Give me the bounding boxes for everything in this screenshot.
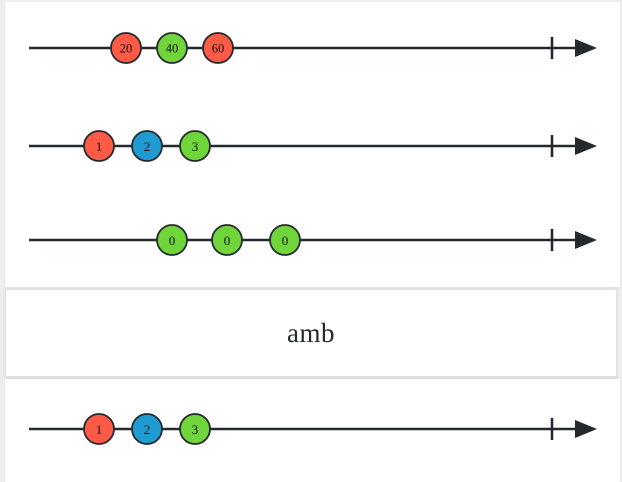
operator-label: amb [287,317,335,348]
marble-circle [202,32,234,64]
marble-label: 0 [282,233,289,248]
marble-circle [83,413,115,445]
marble-circle [269,224,301,256]
marble-circle [179,413,211,445]
marble-label: 1 [96,422,103,437]
operator-panel[interactable]: amb [5,289,617,377]
marble[interactable]: 0 [269,224,301,256]
marble-label: 3 [192,139,199,154]
arrow-head-icon [575,137,597,155]
marble-label: 20 [120,42,133,56]
marble-label: 3 [192,422,199,437]
marble-circle [131,130,163,162]
marble[interactable]: 20 [110,32,142,64]
marble[interactable]: 2 [131,413,163,445]
input-stream-3: 0 0 0 [5,210,622,270]
marble[interactable]: 3 [179,413,211,445]
marble[interactable]: 60 [202,32,234,64]
marble[interactable]: 2 [131,130,163,162]
marble-circle [131,413,163,445]
arrow-head-icon [575,39,597,57]
marble[interactable]: 0 [156,224,188,256]
marble-circle [110,32,142,64]
marble-circle [156,32,188,64]
output-stream: 1 2 3 [5,399,622,459]
output-stream-panel: 1 2 3 [5,379,620,482]
marble-label: 0 [169,233,176,248]
marble-circle [179,130,211,162]
marble-label: 0 [224,233,231,248]
marble[interactable]: 40 [156,32,188,64]
marble-circle [83,130,115,162]
marble-label: 2 [144,422,151,437]
marble-label: 1 [96,139,103,154]
marble[interactable]: 0 [211,224,243,256]
marble-label: 2 [144,139,151,154]
arrow-head-icon [575,231,597,249]
input-stream-2: 1 2 3 [5,116,622,176]
marble[interactable]: 3 [179,130,211,162]
marble[interactable]: 1 [83,130,115,162]
marble-circle [211,224,243,256]
input-streams-panel: 20 40 60 1 2 3 0 0 0 [5,2,620,288]
marble-label: 40 [166,42,179,56]
marble[interactable]: 1 [83,413,115,445]
marble-label: 60 [212,42,225,56]
marble-circle [156,224,188,256]
input-stream-1: 20 40 60 [5,18,622,78]
arrow-head-icon [575,420,597,438]
